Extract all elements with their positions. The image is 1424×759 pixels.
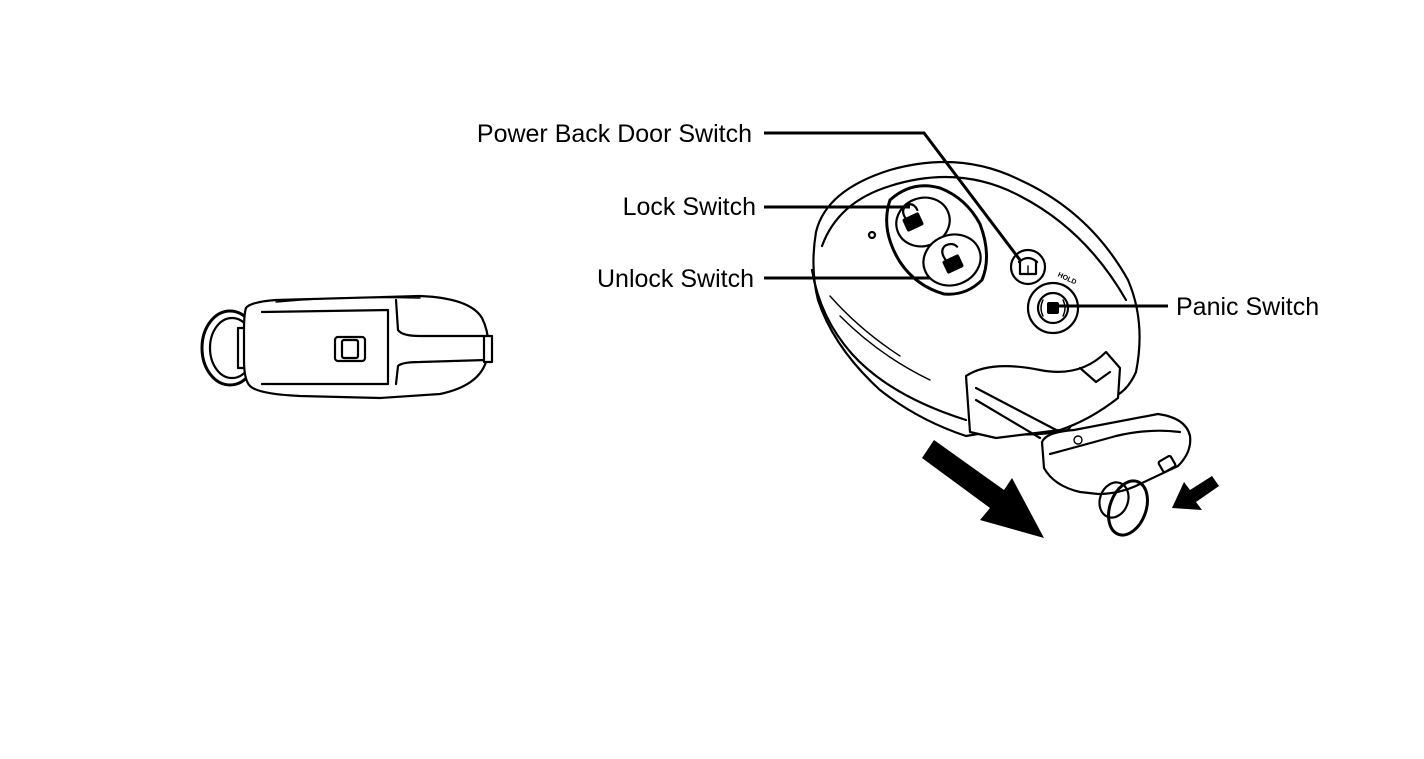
key-fob-main-view: HOLD bbox=[810, 160, 1219, 538]
lock-button bbox=[895, 196, 951, 248]
power-back-door-switch-label: Power Back Door Switch bbox=[477, 120, 752, 148]
mechanical-key-head bbox=[1040, 412, 1192, 496]
lock-switch-label: Lock Switch bbox=[623, 193, 756, 221]
callout-labels: Power Back Door Switch Lock Switch Unloc… bbox=[477, 120, 1319, 321]
unlock-button bbox=[922, 233, 982, 287]
unlock-switch-label: Unlock Switch bbox=[597, 265, 754, 293]
padlock-open-icon bbox=[941, 242, 964, 274]
indicator-light bbox=[867, 230, 877, 240]
back-door-icon bbox=[1017, 256, 1039, 276]
horn-icon bbox=[1040, 299, 1066, 317]
panic-switch-label: Panic Switch bbox=[1176, 293, 1319, 321]
pull-direction-arrow-small bbox=[1172, 476, 1219, 510]
padlock-closed-icon bbox=[902, 203, 924, 232]
key-fob-side-view bbox=[200, 294, 494, 400]
key-ring bbox=[1098, 479, 1149, 537]
fob-body-side bbox=[242, 294, 494, 400]
leader-power-back-door bbox=[764, 131, 1022, 261]
button-cluster bbox=[885, 184, 988, 296]
panic-button bbox=[1026, 281, 1080, 335]
pull-direction-arrow-large bbox=[922, 440, 1044, 538]
leader-lines bbox=[764, 131, 1168, 308]
key-slot bbox=[964, 350, 1122, 440]
